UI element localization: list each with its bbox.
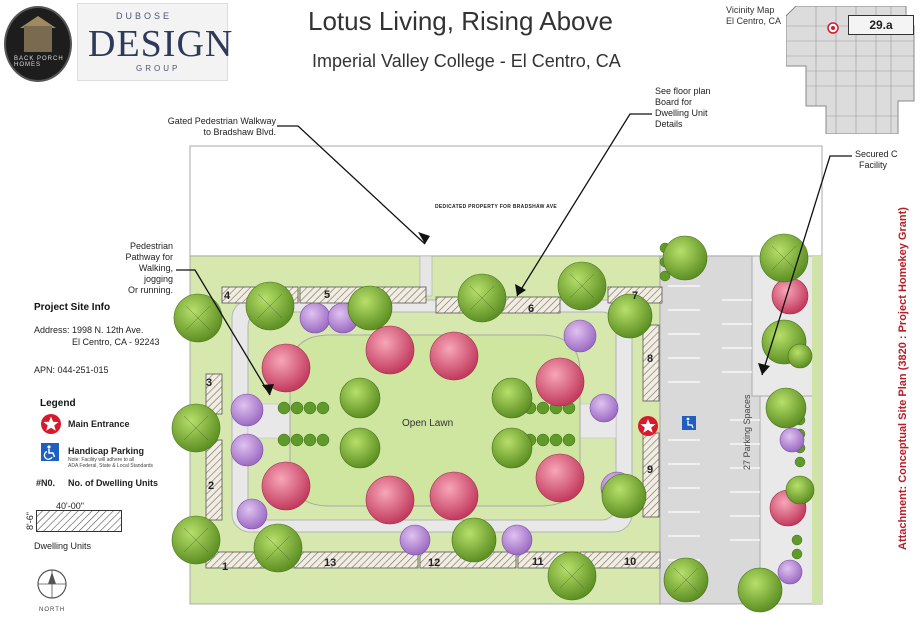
unit-number: 2 <box>208 480 215 492</box>
callout-gated-walkway: Gated Pedestrian Walkway to Bradshaw Blv… <box>167 116 276 137</box>
unit-number: 12 <box>428 557 441 569</box>
unit-number: 11 <box>532 556 544 568</box>
back-porch-homes-logo: BACK PORCH HOMES <box>4 6 72 82</box>
handicap-parking-icon <box>41 443 59 461</box>
legend-units-key: #N0. <box>36 478 56 488</box>
callout-secured-facility: Secured C Facility <box>855 149 898 170</box>
unit-number: 8 <box>647 353 654 365</box>
dubose-design-logo: DUBOSE DESIGN GROUP <box>77 3 232 81</box>
handicap-note: Note: Facility will adhere to all ADA Fe… <box>68 457 154 469</box>
legend-main-entrance: Main Entrance <box>68 419 130 429</box>
unit-number: 6 <box>528 303 535 315</box>
unit-number: 7 <box>632 290 639 302</box>
unit-number: 5 <box>324 289 331 301</box>
unit-caption: Dwelling Units <box>34 541 92 551</box>
unit-hatch-sample <box>36 510 122 532</box>
page-subtitle: Imperial Valley College - El Centro, CA <box>312 51 621 71</box>
unit-number: 13 <box>324 557 337 569</box>
unit-number: 3 <box>206 377 213 389</box>
legend-heading: Legend <box>40 398 76 409</box>
north-label: NORTH <box>39 607 66 613</box>
unit-number: 1 <box>222 561 229 573</box>
dedicated-property-label: DEDICATED PROPERTY FOR BRADSHAW AVE <box>435 204 557 210</box>
site-apn: APN: 044-251-015 <box>34 365 109 375</box>
open-lawn-label: Open Lawn <box>402 418 454 429</box>
unit-dim-width: 40'-00" <box>56 501 84 511</box>
site-info-heading: Project Site Info <box>34 302 111 313</box>
page-title: Lotus Living, Rising Above <box>308 6 613 36</box>
unit-number: 9 <box>647 464 654 476</box>
main-entrance-star-icon <box>41 414 61 434</box>
legend-handicap: Handicap Parking <box>68 446 145 456</box>
unit-number: 4 <box>224 290 231 302</box>
site-address: Address: 1998 N. 12th Ave. El Centro, CA… <box>34 325 160 347</box>
sheet-number-badge: 29.a <box>848 15 914 35</box>
north-arrow-icon <box>37 569 67 599</box>
vicinity-map-label: Vicinity Map El Centro, CA <box>726 5 782 26</box>
callout-pedestrian-pathway: Pedestrian Pathway for Walking, jogging … <box>125 241 173 295</box>
legend-units-label: No. of Dwelling Units <box>68 478 158 488</box>
unit-number: 10 <box>624 556 637 568</box>
callout-floor-plan: See floor plan Board for Dwelling Unit D… <box>655 86 711 129</box>
